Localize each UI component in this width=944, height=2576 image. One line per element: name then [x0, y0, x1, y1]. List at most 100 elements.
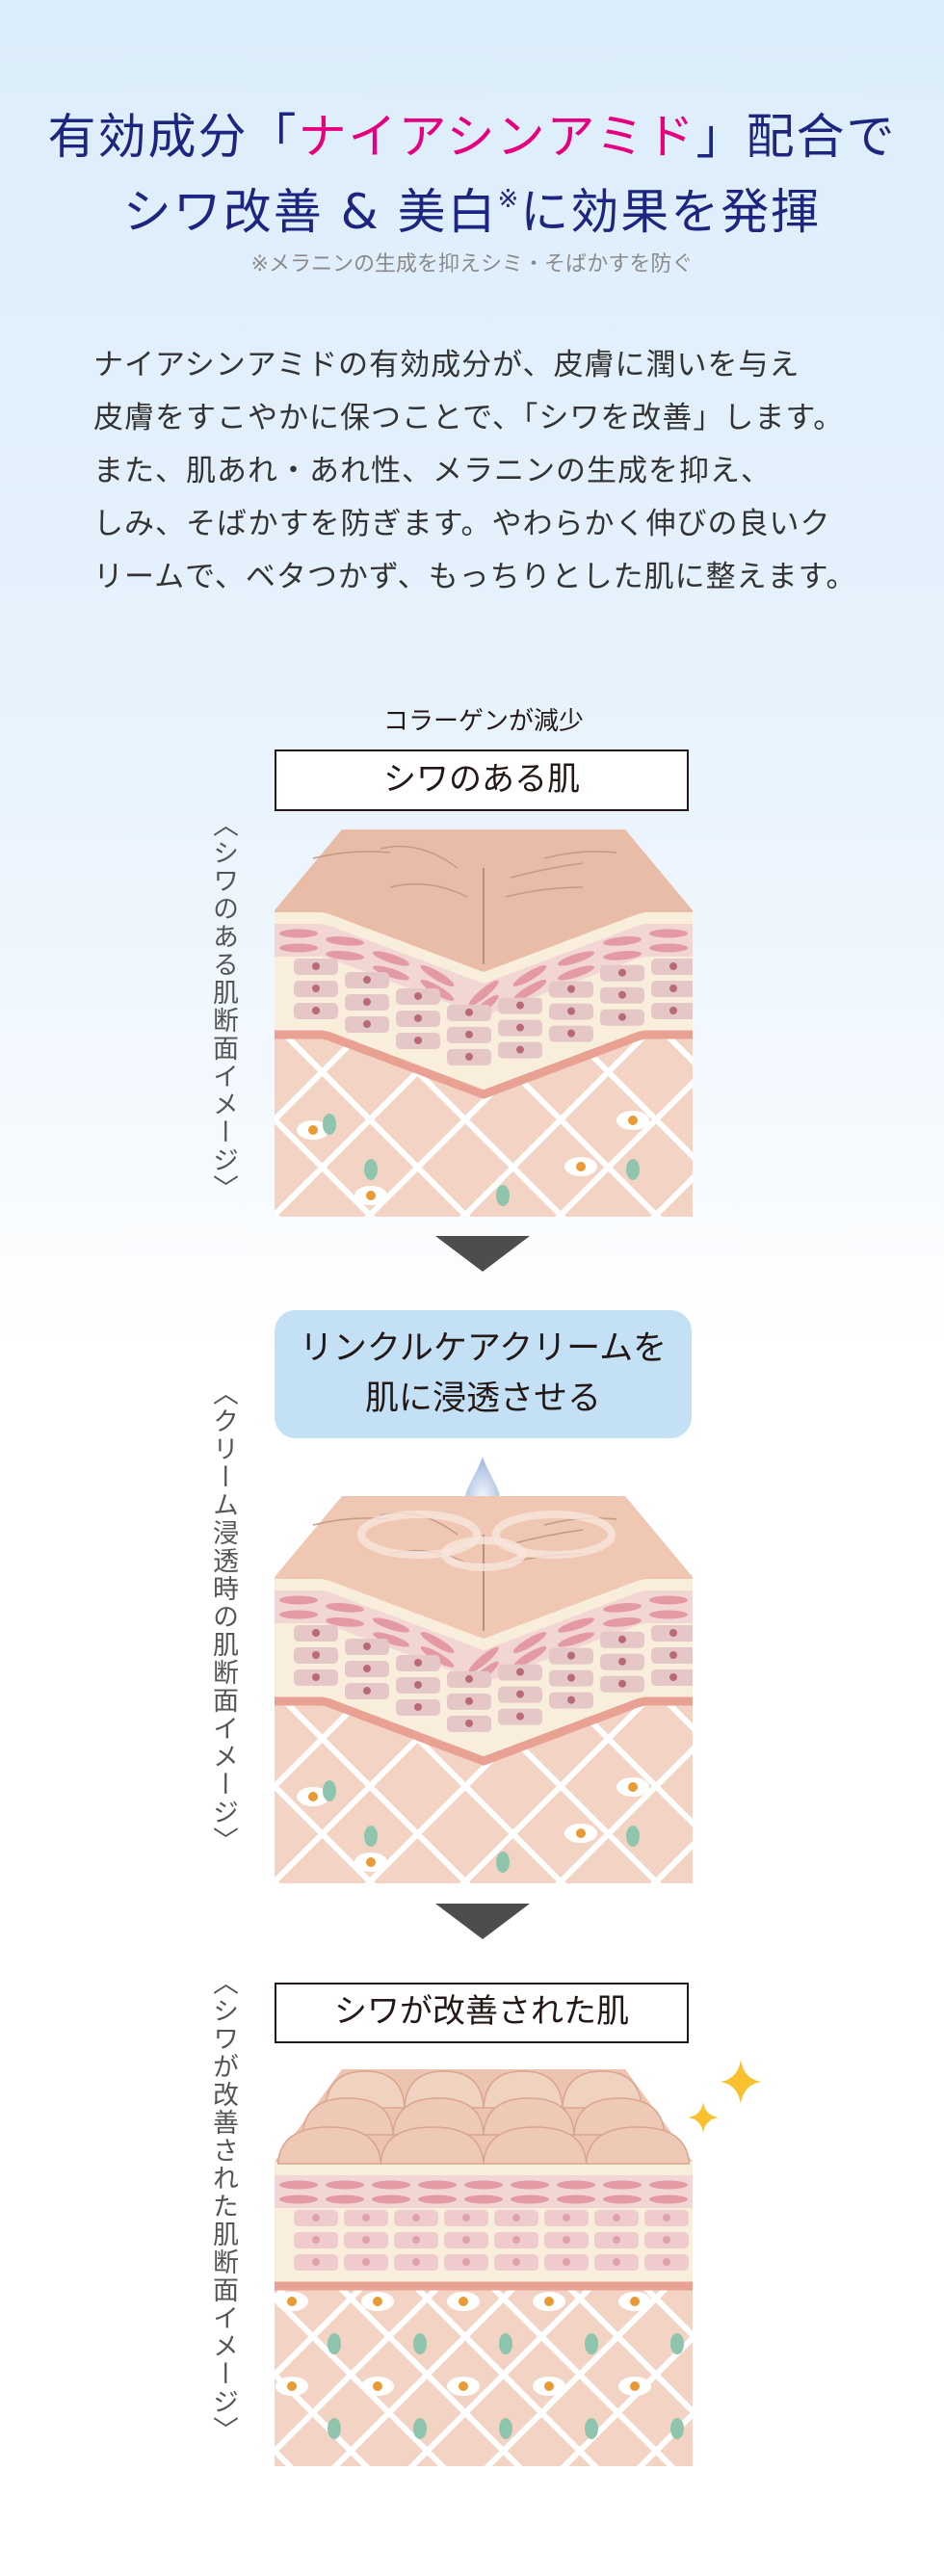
description-line: リームで、ベタつかず、もっちりとした肌に整えます。 [93, 560, 857, 594]
cell-nucleus [567, 985, 575, 993]
cell-nucleus [563, 2236, 570, 2244]
cell-nucleus [414, 1702, 422, 1711]
cell-nucleus [618, 1012, 626, 1021]
cell-nucleus [669, 1651, 677, 1659]
fibre [279, 2195, 318, 2204]
hyaluronic-cell [323, 1780, 336, 1801]
fibre [468, 1646, 499, 1673]
footnote-mark: ※ [497, 185, 521, 214]
fibroblast-nucleus [628, 1782, 638, 1792]
cell-nucleus [618, 1679, 626, 1688]
cell-nucleus [412, 2258, 420, 2266]
fibre [649, 943, 688, 953]
cream-skin-illustration [275, 1496, 693, 1883]
cell-nucleus [465, 1696, 473, 1705]
fibre [557, 965, 595, 981]
cell-nucleus [512, 2258, 520, 2266]
fibre [557, 1617, 595, 1633]
hyaluronic-cell [670, 2418, 684, 2439]
wrinkle-line [389, 882, 468, 898]
cell-nucleus [613, 2258, 620, 2266]
headline-text: シワ改善 & 美白 [122, 184, 498, 240]
hyaluronic-cell [364, 1159, 378, 1180]
cell-nucleus [462, 2236, 470, 2244]
cell-nucleus [412, 2236, 420, 2244]
fibre [326, 936, 364, 946]
cell-nucleus [618, 1635, 626, 1643]
cell-nucleus [618, 990, 626, 999]
cell-nucleus [512, 2214, 520, 2221]
cell-nucleus [312, 1629, 320, 1637]
fibroblast-nucleus [459, 2381, 468, 2391]
headline-text: 有効成分「 [47, 109, 299, 165]
cell-nucleus [669, 962, 677, 970]
cell-nucleus [516, 1023, 524, 1032]
fibre [279, 929, 318, 938]
fibroblast-nucleus [287, 2297, 297, 2306]
cell-nucleus [567, 1695, 575, 1704]
cell-nucleus [465, 1719, 473, 1727]
cell-nucleus [362, 2236, 370, 2244]
hyaluronic-cell [364, 1826, 378, 1847]
cell-nucleus [414, 1036, 422, 1044]
wrinkle-line [380, 845, 459, 869]
skin-bump [392, 2097, 485, 2136]
cell-nucleus [465, 1052, 473, 1061]
fibroblast-nucleus [459, 2297, 468, 2306]
skin-bump [585, 2126, 691, 2165]
hyaluronic-cell [328, 2418, 341, 2439]
fibre [649, 2195, 688, 2204]
fibre [326, 1603, 364, 1613]
improved-skin-illustration [275, 2069, 693, 2466]
fibre [649, 2180, 688, 2190]
fibre [279, 943, 318, 953]
fibroblast-nucleus [628, 1116, 638, 1125]
cell-nucleus [312, 962, 320, 970]
cream-ripple [492, 1511, 616, 1559]
hyaluronic-cell [323, 1114, 336, 1135]
fibre [603, 1603, 642, 1613]
headline-line-1: 有効成分「ナイアシンアミド」配合で [0, 98, 944, 168]
cell-nucleus [363, 1643, 371, 1651]
fibre [603, 936, 642, 946]
skin-bump [276, 2126, 382, 2165]
wrinkle-line [510, 1529, 584, 1545]
fibre [557, 2195, 595, 2204]
cell-nucleus [512, 2236, 520, 2244]
cell-nucleus [563, 2214, 570, 2221]
cell-nucleus [363, 1687, 371, 1695]
fibroblast-nucleus [308, 1125, 318, 1135]
fibre [372, 1617, 410, 1633]
cell-nucleus [613, 2236, 620, 2244]
fibre [418, 2180, 457, 2190]
fibre [512, 1646, 547, 1668]
fibre [512, 980, 547, 1001]
fibroblast-nucleus [366, 1191, 376, 1200]
cell-nucleus [363, 1665, 371, 1673]
fibre [603, 1617, 642, 1627]
cell-nucleus [412, 2214, 420, 2221]
description: ナイアシンアミドの有効成分が、皮膚に潤いを与え 皮膚をすこやかに保つことで、「シ… [93, 339, 857, 604]
fibre [464, 2195, 503, 2204]
wrinkled-skin-label: シワのある肌 [275, 749, 689, 811]
fibre [372, 951, 410, 966]
fibroblast-nucleus [308, 1792, 318, 1801]
fibre [279, 1595, 318, 1605]
fibroblast-nucleus [630, 2381, 640, 2391]
wrinkle-line [312, 851, 391, 859]
hyaluronic-cell [585, 2418, 598, 2439]
fibre [649, 929, 688, 938]
cream-instruction-line: リンクルケアクリームを [299, 1329, 668, 1368]
fibre [603, 2195, 642, 2204]
cell-nucleus [567, 1029, 575, 1038]
cell-nucleus [363, 1020, 371, 1029]
stratum-band [275, 1590, 693, 1683]
fibre [512, 1632, 547, 1653]
hyaluronic-cell [499, 2418, 512, 2439]
fibroblast-nucleus [373, 2297, 382, 2306]
fibre [420, 965, 455, 986]
skin-bump [302, 2097, 394, 2136]
cell-nucleus [465, 1674, 473, 1683]
cell-nucleus [465, 1008, 473, 1016]
headline-line-2: シワ改善 & 美白※に効果を発揮 [0, 173, 944, 243]
